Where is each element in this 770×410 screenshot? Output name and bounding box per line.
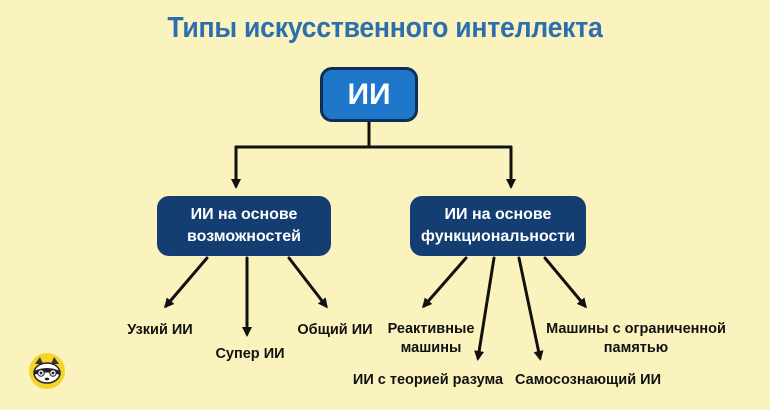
root-node: ИИ (320, 67, 418, 122)
leaf-reactive-machines: Реактивные машины (387, 321, 475, 356)
leaf-theory-of-mind-ai: ИИ с теорией разума (352, 372, 504, 388)
leaf-general-ai: Общий ИИ (297, 322, 373, 338)
leaf-limited-memory: Машины с ограниченной памятью (546, 321, 726, 356)
arrow-to-theory-of-mind (474, 256, 496, 361)
raccoon-mascot-icon (29, 353, 65, 389)
diagram-title: Типы искусственного интеллекта (167, 12, 603, 44)
arrow-to-general-ai (287, 256, 328, 309)
leaf-self-aware-ai: Самосознающий ИИ (515, 372, 661, 388)
capability-branch-node: ИИ на основе возможностей (157, 196, 331, 256)
functionality-branch-node: ИИ на основе функциональности (410, 196, 586, 256)
arrow-to-self-aware (517, 256, 544, 361)
arrow-to-limited-memory (543, 256, 587, 309)
arrow-to-reactive-machines (422, 256, 468, 309)
leaf-narrow-ai: Узкий ИИ (127, 322, 193, 338)
arrow-to-narrow-ai (164, 256, 209, 309)
leaf-super-ai: Супер ИИ (215, 346, 285, 362)
